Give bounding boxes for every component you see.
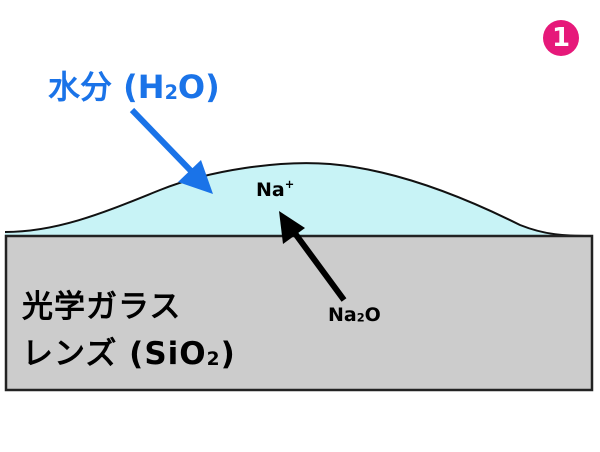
sodium-ion-charge: + — [284, 177, 295, 191]
water-droplet — [5, 163, 590, 236]
sodium-oxide-text: Na — [328, 304, 357, 326]
sodium-ion-label: Na+ — [256, 177, 294, 201]
water-droplet-outline — [4, 162, 591, 237]
glass-label-line2-close: ) — [220, 336, 236, 372]
water-label-text: 水分 (H — [48, 68, 165, 106]
glass-label-line2-text: レンズ (SiO — [22, 336, 207, 372]
water-arrow — [129, 107, 213, 194]
sodium-oxide-label: Na2O — [328, 304, 381, 326]
sodium-oxide-tail: O — [364, 304, 381, 326]
sodium-oxide-subscript: 2 — [356, 310, 365, 325]
glass-label-line2-subscript: 2 — [206, 348, 221, 370]
water-label: 水分 (H2O) — [48, 62, 220, 108]
glass-label-line1: 光学ガラス — [22, 289, 182, 325]
water-label-subscript: 2 — [164, 80, 178, 104]
step-number-badge: 1 — [543, 20, 579, 56]
water-label-close: O) — [177, 68, 220, 106]
glass-lens-block — [4, 234, 594, 392]
sodium-ion-text: Na — [256, 178, 285, 201]
sodium-arrow — [279, 211, 347, 302]
glass-label-line2: レンズ (SiO2) — [22, 328, 236, 373]
